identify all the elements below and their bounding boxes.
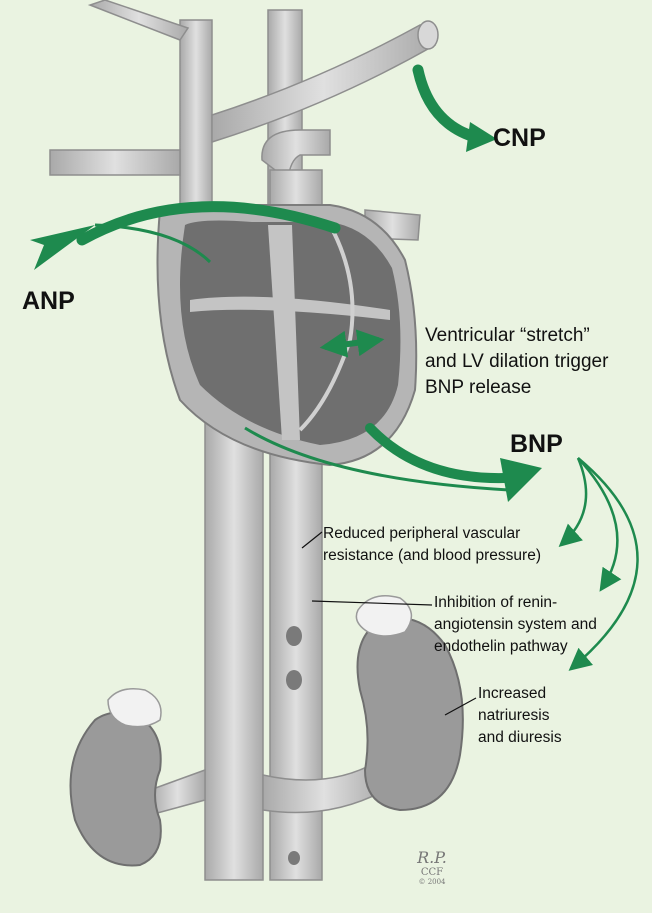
left-kidney (71, 689, 162, 866)
effect-1-line-1: Reduced peripheral vascular (323, 523, 541, 545)
stretch-line-3: BNP release (425, 375, 608, 401)
stretch-line-2: and LV dilation trigger (425, 349, 608, 375)
effect-natriuresis: Increased natriuresis and diuresis (478, 683, 562, 749)
stretch-line-1: Ventricular “stretch” (425, 323, 608, 349)
artist-signature: R.P. CCF © 2004 (410, 848, 454, 886)
effect-2-line-1: Inhibition of renin- (434, 592, 597, 614)
effect-3-line-2: natriuresis (478, 705, 562, 727)
effect-renin-angiotensin: Inhibition of renin- angiotensin system … (434, 592, 597, 658)
signature-initials: R.P. (410, 848, 454, 867)
signature-year: © 2004 (410, 878, 454, 886)
effect-3-line-1: Increased (478, 683, 562, 705)
effect-3-line-3: and diuresis (478, 727, 562, 749)
stretch-annotation: Ventricular “stretch” and LV dilation tr… (425, 323, 608, 401)
cnp-arrow (418, 70, 497, 152)
effect-2-line-3: endothelin pathway (434, 636, 597, 658)
anp-label: ANP (22, 287, 75, 316)
vessel-cut-end (418, 21, 438, 49)
signature-org: CCF (410, 867, 454, 878)
heart (158, 203, 417, 465)
effect-1-line-2: resistance (and blood pressure) (323, 545, 541, 567)
effect-vascular-resistance: Reduced peripheral vascular resistance (… (323, 523, 541, 567)
bnp-label: BNP (510, 430, 563, 459)
cnp-label: CNP (493, 124, 546, 153)
effect-2-line-2: angiotensin system and (434, 614, 597, 636)
